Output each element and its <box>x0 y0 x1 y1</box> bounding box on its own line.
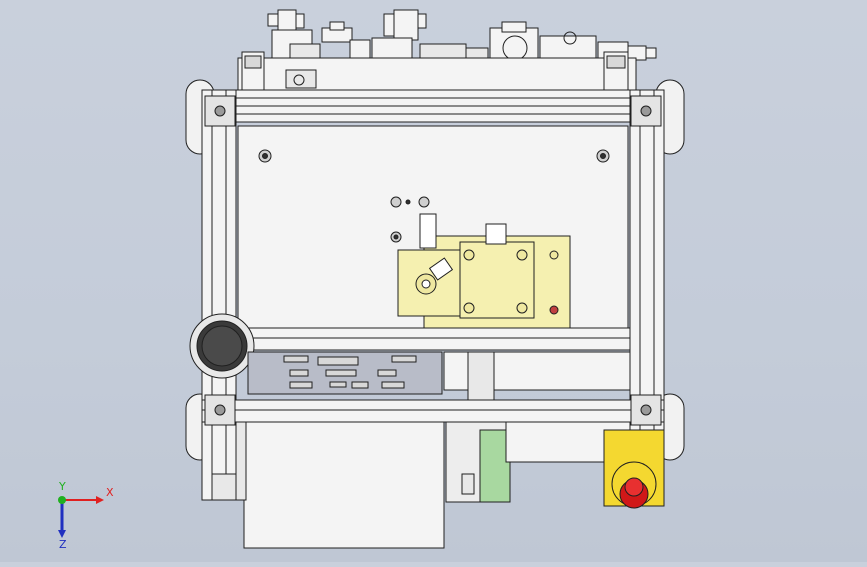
coordinate-triad: X Y Z <box>58 480 114 550</box>
y-axis-dot <box>58 496 66 504</box>
drawer-box <box>211 421 631 549</box>
y-axis-label: Y <box>58 480 66 493</box>
valve-block <box>397 213 571 329</box>
aluminum-profile-frame <box>201 89 665 501</box>
z-axis-label: Z <box>59 538 67 550</box>
z-axis-arrow <box>58 530 66 538</box>
rotary-knob <box>189 313 255 379</box>
top-actuators <box>267 9 657 63</box>
x-axis-arrow <box>96 496 104 504</box>
connector-panel <box>247 351 631 401</box>
x-axis-label: X <box>106 486 114 499</box>
upper-housing <box>237 51 637 95</box>
emergency-stop-button <box>603 429 665 509</box>
